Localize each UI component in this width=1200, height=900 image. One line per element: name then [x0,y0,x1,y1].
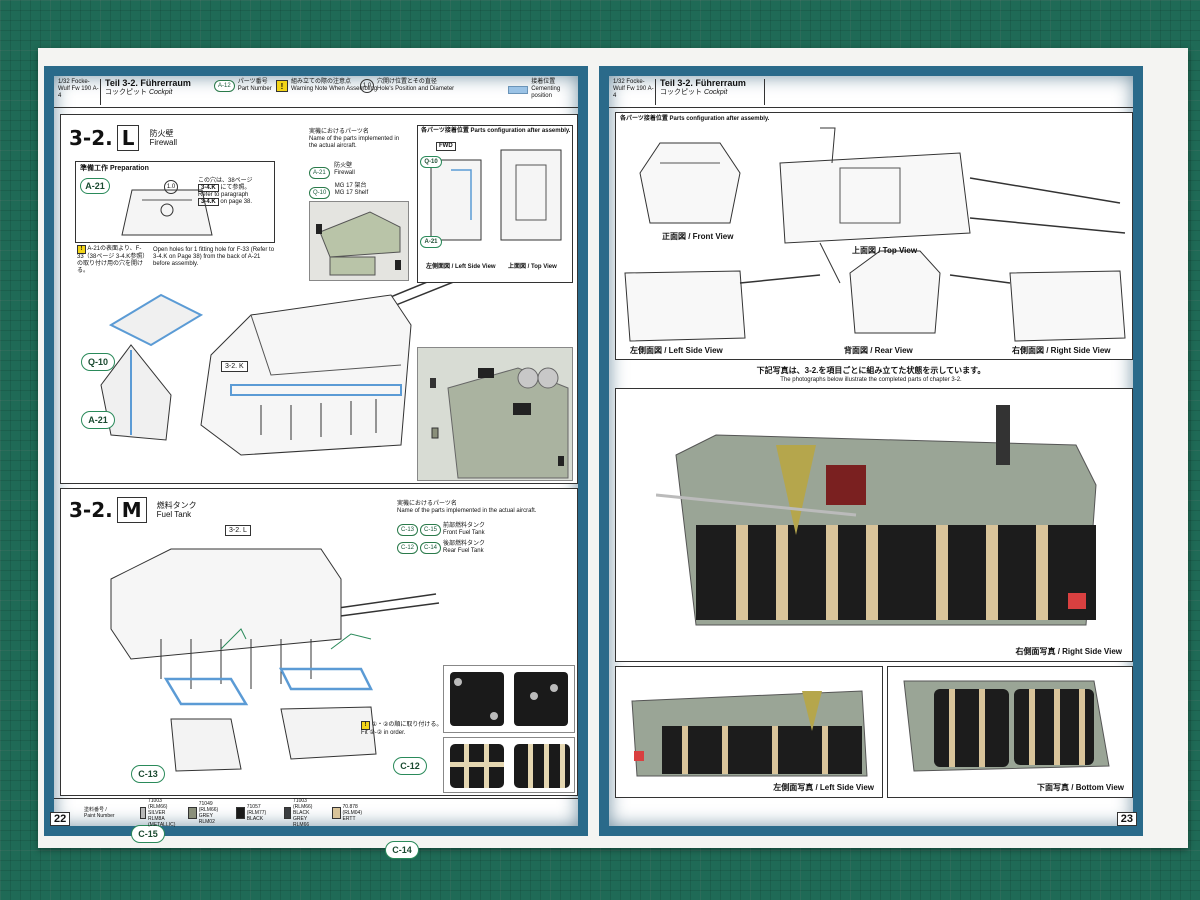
bottom-photo-box: 下面写真 / Bottom View [887,666,1133,798]
left-side-photo-box: 左側面写真 / Left Side View [615,666,883,798]
reference-3-2-l: 3-2. L [225,525,251,536]
fuel-tank-top-photo [443,665,575,733]
caption-front-view: 正面図 / Front View [662,232,734,241]
part-c13-label: C-13 [131,765,165,783]
caption-right-side-view: 右側面図 / Right Side View [1012,346,1111,355]
right-side-photo [656,395,1116,635]
config-a21: A-21 [420,236,442,248]
page-22: 1/32 Focke-Wulf Fw 190 A-4 Teil 3-2. Füh… [44,66,588,859]
paint-4: 71003 (RLM66)BLACK GREY RLM66 [284,798,324,828]
hole-icon: 1.0 [360,79,374,93]
warning-icon: ! [77,245,86,254]
fit-order-note: ! ①・②の順に取り付ける。 Fit ①-② in order. [361,721,443,736]
page-23: 1/32 Focke-Wulf Fw 190 A-4 Teil 3-2. Füh… [599,66,1143,836]
paint-2: 71049 (RLM66)GREY RLM02 [188,801,228,825]
page-number: 22 [50,812,71,826]
warning-icon: ! [361,721,370,730]
fuel-tank-bottom-photo [443,737,575,793]
page-header: 1/32 Focke-Wulf Fw 190 A-4 Teil 3-2. Füh… [54,76,578,108]
left-side-photo [622,671,878,779]
cockpit-bottom-photo-drawing [903,680,1110,772]
actual-parts-heading: 実機におけるパーツ名 Name of the parts implemented… [309,129,400,149]
detail-photo-drawing [430,367,569,479]
model-name: 1/32 Focke-Wulf Fw 190 A-4 [58,79,99,99]
cockpit-right-photo-drawing [656,405,1097,626]
config-box: 各パーツ接着位置 Parts configuration after assem… [417,125,573,283]
paint-swatch [332,806,341,819]
part-badge: A-12 [214,80,235,92]
fuel-actual-heading: 実機におけるパーツ名 Name of the parts implemented… [397,501,537,514]
firewall-photo-drawing [316,211,401,276]
part-c12-label: C-12 [393,757,427,775]
cockpit-left-photo-drawing [631,690,868,777]
section-title: Teil 3-2. Führerraum コックピット Cockpit [655,79,765,105]
prep-note-jp: ! A-21の表面より、F-33（38ページ 3-4.K参照）の取り付け用の穴を… [77,245,146,274]
paint-3: 71057 (RLM77)BLACK [236,804,276,822]
part-c14-label: C-14 [385,841,419,859]
page-header: 1/32 Focke-Wulf Fw 190 A-4 Teil 3-2. Füh… [609,76,1133,108]
caption-left-side-photo: 左側面写真 / Left Side View [773,783,874,792]
caption-left-side-view: 左側面図 / Left Side View [630,346,723,355]
config-views-box: 各パーツ接着位置 Parts configuration after assem… [615,112,1133,360]
caption-top-view: 上面図 / Top View [852,246,918,255]
fuel-tank-assembly-drawing [110,548,440,772]
firewall-detail-photo [417,347,573,481]
bottom-photo [894,671,1128,779]
paint-legend: 塗料番号 /Paint Number 71003 (RLM66)SILVER R… [54,798,578,828]
photos-intro-en: The photographs below illustrate the com… [780,377,962,383]
paint-label: 塗料番号 /Paint Number [84,806,115,819]
firewall-prep-drawing [121,189,213,236]
model-name: 1/32 Focke-Wulf Fw 190 A-4 [613,79,654,99]
fwd-marker: FWD [436,142,456,151]
paint-swatch [236,806,245,819]
caption-left-side: 左側面図 / Left Side View [426,264,496,270]
part-q10-label: Q-10 [81,353,115,371]
photos-intro-jp: 下記写真は、3-2.を項目ごとに組み立てた状態を示しています。 [756,366,986,375]
config-drawing [430,149,562,241]
caption-right-side-photo: 右側面写真 / Right Side View [1015,647,1122,656]
paint-5: 70.878 (RLM04)ERTT [332,804,372,822]
firewall-photo [309,201,409,281]
caption-rear-view: 背面図 / Rear View [844,346,913,355]
config-views-drawing [624,127,1126,342]
caption-bottom-photo: 下面写真 / Bottom View [1037,783,1124,792]
caption-top: 上面図 / Top View [508,264,557,270]
config-title: 各パーツ接着位置 Parts configuration after assem… [620,116,770,122]
section-title: Teil 3-2. Führerraum コックピット Cockpit [100,79,191,105]
hole-marker: 1.0 [164,180,178,194]
paint-swatch [188,806,197,819]
reference-3-2-k: 3-2. K [221,361,248,372]
prep-note-en: Open holes for 1 fitting hole for F-33 (… [153,247,275,267]
cement-icon [508,85,529,94]
paint-swatch [284,806,292,819]
part-a21-label: A-21 [80,178,110,194]
paint-swatch [140,806,146,819]
part-c15-label: C-15 [131,825,165,843]
config-q10: Q-10 [420,156,442,168]
right-side-photo-box: 右側面写真 / Right Side View [615,388,1133,662]
preparation-box: 準備工作 Preparation A-21 1.0 この穴は、38ページ 3-4… [75,161,275,243]
warning-icon: ! [276,80,288,92]
part-a21-label: A-21 [81,411,115,429]
page-number: 23 [1116,812,1137,826]
prep-reference: この穴は、38ページ 3-4.K にて参照。 Refer to paragrap… [198,178,253,206]
instruction-sheet: 1/32 Focke-Wulf Fw 190 A-4 Teil 3-2. Füh… [38,48,1188,859]
paint-1: 71003 (RLM66)SILVER RLM8A (METALLIC) [140,798,180,828]
tank-bottom-photo-drawing [450,744,570,788]
tank-top-photo-drawing [450,672,568,726]
